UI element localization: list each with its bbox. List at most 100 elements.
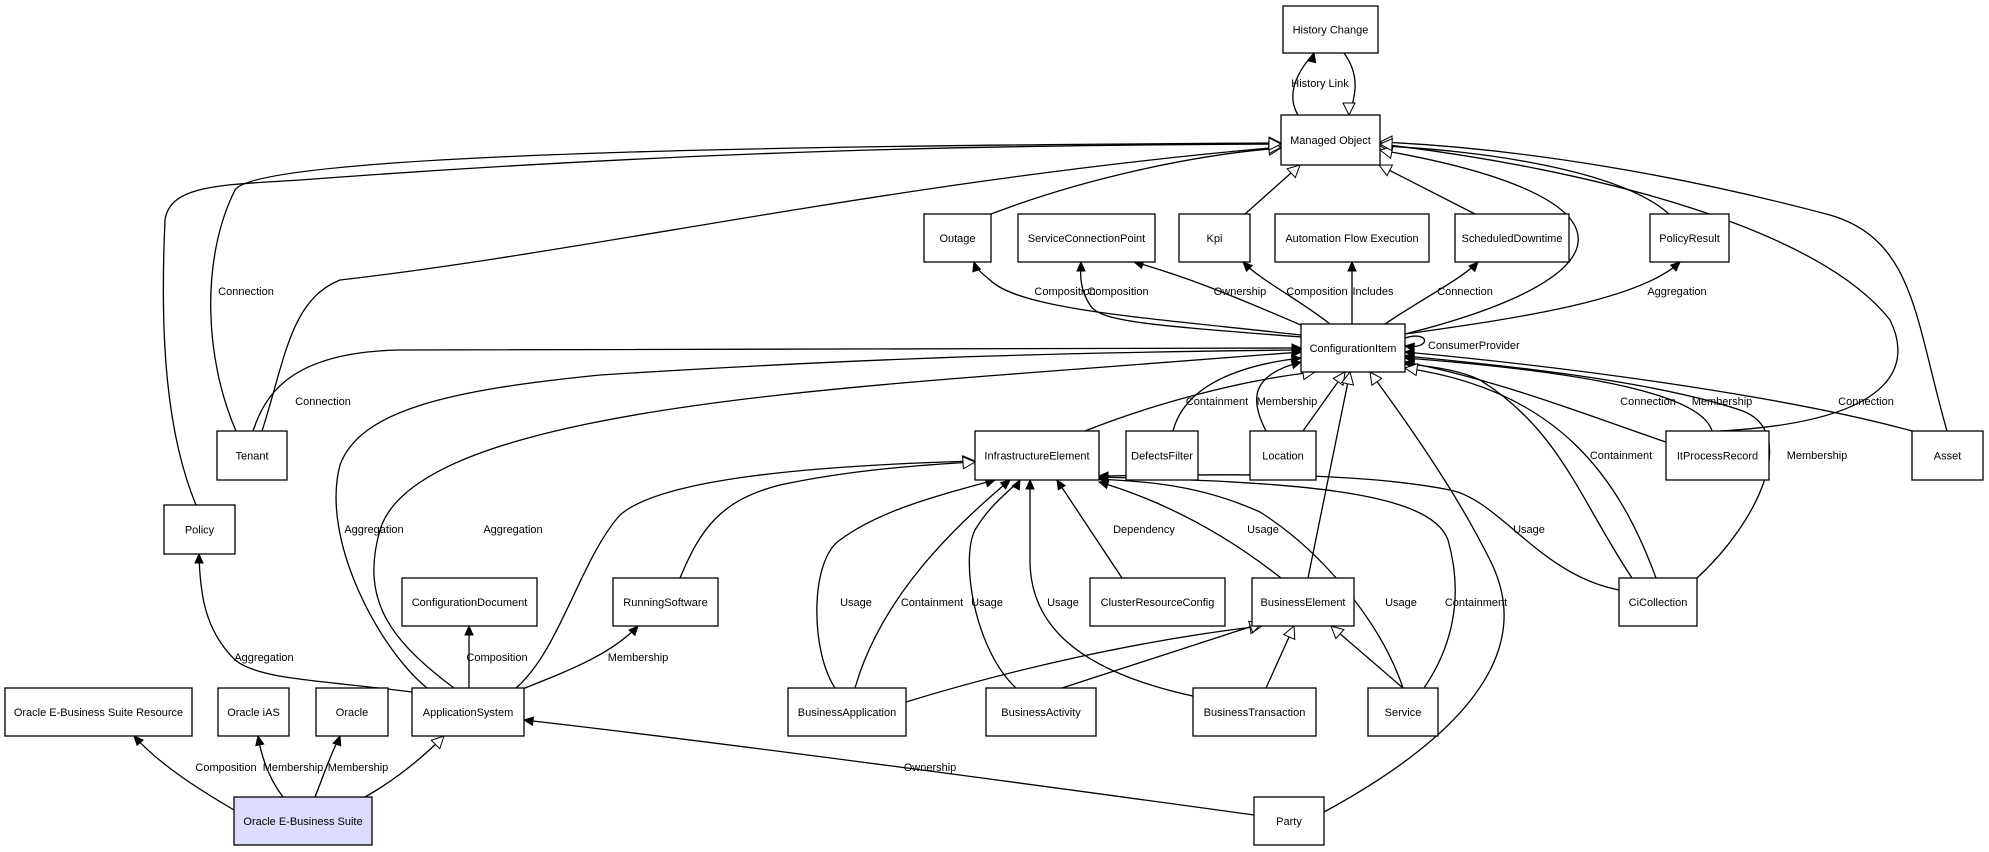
node-box[interactable] <box>1618 577 1698 627</box>
node-box[interactable] <box>1274 213 1430 263</box>
node-box[interactable] <box>1911 430 1984 481</box>
node-configuration-item[interactable]: ConfigurationItem <box>1300 323 1406 373</box>
node-box[interactable] <box>1249 430 1317 481</box>
edge-label: Membership <box>1257 396 1318 408</box>
edge-label: Aggregation <box>483 524 542 536</box>
edge-line <box>1323 371 1505 813</box>
edge-line <box>1098 476 1456 689</box>
filled-arrowhead <box>1290 360 1303 370</box>
edge-line <box>523 719 1255 816</box>
node-scheduled-downtime[interactable]: ScheduledDowntime <box>1454 213 1570 263</box>
node-label: ConfigurationItem <box>1310 343 1397 355</box>
node-policy-result[interactable]: PolicyResult <box>1649 213 1730 263</box>
edge-label: Aggregation <box>344 524 403 536</box>
node-box[interactable] <box>1280 114 1381 166</box>
node-box[interactable] <box>163 504 236 555</box>
node-configuration-document[interactable]: ConfigurationDocument <box>401 577 538 627</box>
node-box[interactable] <box>1178 213 1251 263</box>
edge-label: Membership <box>1692 396 1753 408</box>
node-ci-collection[interactable]: CiCollection <box>1618 577 1698 627</box>
node-box[interactable] <box>4 687 193 737</box>
edge-line <box>1098 478 1404 689</box>
edge-line <box>905 625 1263 703</box>
edge-e-ci-sd <box>1384 261 1479 325</box>
node-box[interactable] <box>923 213 992 263</box>
edge-line <box>1379 141 1948 432</box>
node-running-software[interactable]: RunningSoftware <box>612 577 719 627</box>
filled-arrowhead <box>1076 260 1086 272</box>
node-box[interactable] <box>787 687 907 737</box>
edge-e-ebs-oracle <box>314 734 342 798</box>
node-box[interactable] <box>1089 577 1226 627</box>
edge-line <box>854 479 1011 689</box>
node-box[interactable] <box>315 687 389 737</box>
node-infrastructure-element[interactable]: InfrastructureElement <box>974 430 1100 481</box>
edge-line <box>261 146 1282 432</box>
node-label: Oracle <box>336 707 368 719</box>
node-oracle[interactable]: Oracle <box>315 687 389 737</box>
node-box[interactable] <box>1253 796 1325 846</box>
edge-label: Containment <box>1186 396 1248 408</box>
node-box[interactable] <box>401 577 538 627</box>
node-asset[interactable]: Asset <box>1911 430 1984 481</box>
node-kpi[interactable]: Kpi <box>1178 213 1251 263</box>
node-business-transaction[interactable]: BusinessTransaction <box>1192 687 1317 737</box>
node-managed-object[interactable]: Managed Object <box>1280 114 1381 166</box>
node-box[interactable] <box>1649 213 1730 263</box>
node-box[interactable] <box>1017 213 1156 263</box>
node-policy[interactable]: Policy <box>163 504 236 555</box>
node-box[interactable] <box>217 687 290 737</box>
node-box[interactable] <box>411 687 525 737</box>
edge-e-df-ci <box>1172 354 1303 432</box>
node-cluster-resource-config[interactable]: ClusterResourceConfig <box>1089 577 1226 627</box>
hollow-arrowhead <box>1286 164 1301 179</box>
node-box[interactable] <box>974 430 1100 481</box>
edge-e-ci-self <box>1403 335 1425 352</box>
filled-arrowhead <box>1097 471 1109 481</box>
node-it-process-record[interactable]: ItProcessRecord <box>1665 430 1770 481</box>
node-box[interactable] <box>1192 687 1317 737</box>
node-box[interactable] <box>612 577 719 627</box>
node-defects-filter[interactable]: DefectsFilter <box>1125 430 1199 481</box>
node-box[interactable] <box>1251 577 1355 627</box>
node-box[interactable] <box>1125 430 1199 481</box>
node-box[interactable] <box>216 430 288 481</box>
node-label: ItProcessRecord <box>1677 451 1758 463</box>
node-oracle-ias[interactable]: Oracle iAS <box>217 687 290 737</box>
node-box[interactable] <box>1367 687 1439 737</box>
edge-e-party-as <box>522 716 1255 816</box>
node-automation-flow-execution[interactable]: Automation Flow Execution <box>1274 213 1430 263</box>
node-business-element[interactable]: BusinessElement <box>1251 577 1355 627</box>
node-party[interactable]: Party <box>1253 796 1325 846</box>
node-outage[interactable]: Outage <box>923 213 992 263</box>
node-location[interactable]: Location <box>1249 430 1317 481</box>
node-tenant[interactable]: Tenant <box>216 430 288 481</box>
node-box[interactable] <box>985 687 1097 737</box>
node-oracle-ebs-resource[interactable]: Oracle E-Business Suite Resource <box>4 687 193 737</box>
node-service-connection-point[interactable]: ServiceConnectionPoint <box>1017 213 1156 263</box>
edge-e-asset-mo <box>1378 135 1948 432</box>
node-oracle-ebs[interactable]: Oracle E-Business Suite <box>233 796 373 846</box>
edge-label: Aggregation <box>1647 286 1706 298</box>
node-box[interactable] <box>1454 213 1570 263</box>
edge-line <box>1404 357 1713 432</box>
node-box[interactable] <box>1282 5 1379 54</box>
node-label: History Change <box>1293 25 1369 37</box>
node-history-change[interactable]: History Change <box>1282 5 1379 54</box>
hollow-arrowhead <box>1369 371 1383 387</box>
node-box[interactable] <box>1665 430 1770 481</box>
edge-line <box>990 147 1282 215</box>
hollow-arrowhead <box>430 735 445 750</box>
node-label: DefectsFilter <box>1131 451 1193 463</box>
edge-line <box>373 351 1302 689</box>
node-business-application[interactable]: BusinessApplication <box>787 687 907 737</box>
node-business-activity[interactable]: BusinessActivity <box>985 687 1097 737</box>
node-box[interactable] <box>233 796 373 846</box>
node-application-system[interactable]: ApplicationSystem <box>411 687 525 737</box>
node-service[interactable]: Service <box>1367 687 1439 737</box>
edge-line <box>1330 625 1404 689</box>
node-label: BusinessApplication <box>798 707 896 719</box>
edge-label: Connection <box>295 396 351 408</box>
node-box[interactable] <box>1300 323 1406 373</box>
